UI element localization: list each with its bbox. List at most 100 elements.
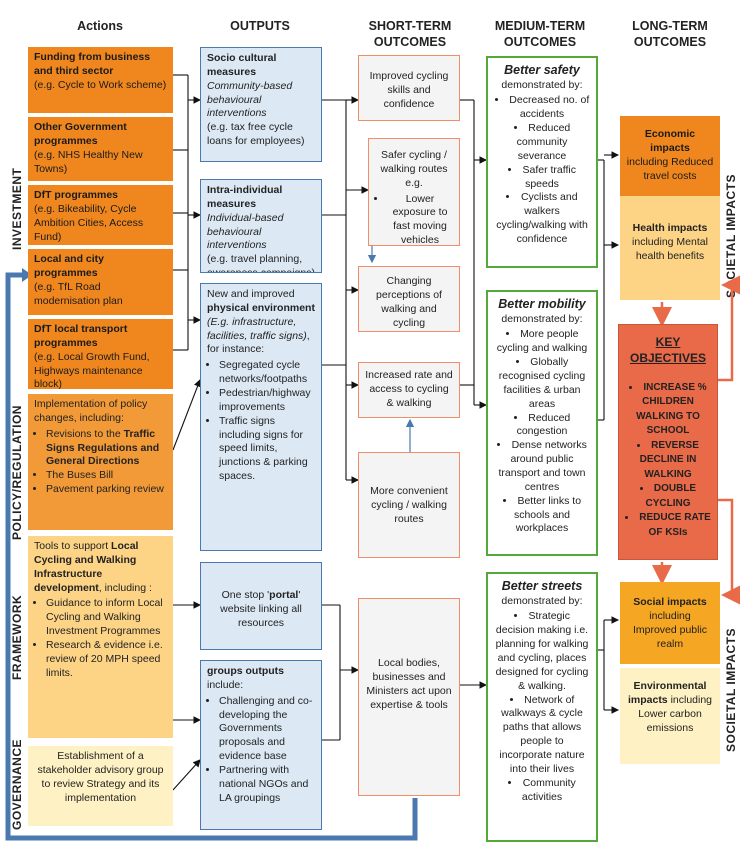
fw-intro-bold: Local Cycling and Walking Infrastructure… [34, 540, 139, 594]
o3-pre: New and improved [207, 288, 295, 300]
physical-item: Pedestrian/highway improvements [219, 387, 315, 415]
long-health-impacts: Health impacts including Mental health b… [620, 196, 720, 300]
better-safety-list: Decreased no. of accidents Reduced commu… [494, 94, 590, 246]
better-streets-sub: demonstrated by: [501, 594, 583, 607]
physical-item: Traffic signs including signs for speed … [219, 415, 315, 484]
o3-post: , for instance: [207, 329, 310, 356]
action-funding-business-sub: (e.g. Cycle to Work scheme) [34, 78, 167, 91]
short-improved-skills: Improved cycling skills and confidence [358, 55, 460, 121]
output-intra-individual: Intra-individual measures Individual-bas… [200, 179, 322, 273]
long-environmental-impacts: Environmental impacts including Lower ca… [620, 668, 720, 764]
health-bold: Health impacts [632, 222, 708, 234]
better-mobility-title: Better mobility [498, 297, 586, 311]
medium-better-streets: Better streets demonstrated by: Strategi… [486, 572, 598, 842]
output-intra-individual-title: Intra-individual measures [207, 184, 283, 210]
output-socio-cultural-title: Socio cultural measures [207, 52, 277, 78]
policy-item: The Buses Bill [46, 469, 167, 483]
action-dft-local-transport: DfT local transport programmes (e.g. Loc… [28, 319, 173, 389]
policy-item: Pavement parking review [46, 483, 167, 497]
social-bold: Social impacts [633, 596, 707, 608]
o5-post: include: [207, 678, 244, 691]
safer-routes-item: Lower exposure to fast moving vehicles [387, 193, 453, 245]
better-safety-item: Safer traffic speeds [494, 164, 590, 192]
medium-better-mobility: Better mobility demonstrated by: More pe… [486, 290, 598, 556]
economic-text: including Reduced travel costs [626, 155, 714, 182]
fw-intro-post: , including : [98, 581, 152, 594]
output-intra-individual-italic: Individual-based behavioural interventio… [207, 211, 284, 252]
o4-pre: One stop ' [221, 589, 270, 601]
groups-item: Challenging and co-developing the Govern… [219, 695, 315, 764]
short-local-bodies: Local bodies, businesses and Ministers a… [358, 598, 460, 796]
action-local-city-sub: (e.g. TfL Road modernisation plan [34, 280, 123, 307]
economic-bold: Economic impacts [644, 128, 696, 154]
better-mobility-item: Dense networks around public transport a… [494, 439, 590, 494]
output-socio-cultural-italic: Community-based behavioural intervention… [207, 79, 293, 120]
policy-item-bold: Traffic Signs Regulations and General Di… [46, 427, 160, 468]
short-safer-routes: Safer cycling / walking routes e.g. Lowe… [368, 138, 460, 246]
long-economic-impacts: Economic impacts including Reduced trave… [620, 116, 720, 196]
action-funding-business-title: Funding from business and third sector [34, 51, 151, 77]
fw-intro-pre: Tools to support [34, 540, 112, 552]
better-mobility-item: More people cycling and walking [494, 328, 590, 356]
key-objective-item: REDUCE RATE OF KSIs [625, 511, 711, 540]
governance-text: Establishment of a stakeholder advisory … [37, 750, 164, 804]
better-streets-item: Community activities [494, 777, 590, 805]
physical-item: Segregated cycle networks/footpaths [219, 359, 315, 387]
header-actions: Actions [77, 19, 123, 33]
output-socio-cultural: Socio cultural measures Community-based … [200, 47, 322, 162]
framework-list: Guidance to inform Local Cycling and Wal… [34, 597, 167, 680]
better-streets-list: Strategic decision making i.e. planning … [494, 610, 590, 804]
short-safer-routes-text: Safer cycling / walking routes e.g. [380, 149, 448, 189]
better-safety-item: Cyclists and walkers cycling/walking wit… [494, 191, 590, 246]
policy-item: Revisions to the Traffic Signs Regulatio… [46, 428, 167, 470]
key-objective-item: DOUBLE CYCLING [625, 482, 711, 511]
short-changing-perceptions-text: Changing perceptions of walking and cycl… [376, 275, 442, 329]
output-socio-cultural-sub: (e.g. tax free cycle loans for employees… [207, 121, 305, 148]
groups-list: Challenging and co-developing the Govern… [207, 695, 315, 806]
key-objectives: KEY OBJECTIVES INCREASE % CHILDREN WALKI… [618, 324, 718, 560]
better-safety-sub: demonstrated by: [501, 78, 583, 91]
better-mobility-item: Better links to schools and workplaces [494, 495, 590, 537]
output-groups: groups outputs include: Challenging and … [200, 660, 322, 830]
action-other-government: Other Government programmes (e.g. NHS He… [28, 117, 173, 181]
action-dft-programmes-sub: (e.g. Bikeability, Cycle Ambition Cities… [34, 202, 144, 243]
key-objectives-title: KEY OBJECTIVES [629, 335, 707, 365]
header-outputs: OUTPUTS [230, 19, 290, 33]
better-safety-title: Better safety [504, 63, 580, 77]
output-portal: One stop 'portal' website linking all re… [200, 562, 322, 650]
o5-bold: groups outputs [207, 665, 284, 677]
framework-item: Research & evidence i.e. review of 20 MP… [46, 639, 167, 681]
output-physical-environment: New and improved physical environment (E… [200, 283, 322, 551]
action-framework-tools: Tools to support Local Cycling and Walki… [28, 536, 173, 738]
action-other-government-sub: (e.g. NHS Healthy New Towns) [34, 148, 143, 175]
key-objective-item: INCREASE % CHILDREN WALKING TO SCHOOL [625, 381, 711, 439]
o4-post: ' website linking all resources [220, 589, 302, 629]
action-dft-local-transport-title: DfT local transport programmes [34, 323, 128, 349]
long-social-impacts: Social impacts including Improved public… [620, 582, 720, 664]
better-mobility-item: Globally recognised cycling facilities &… [494, 356, 590, 411]
short-increased-rate: Increased rate and access to cycling & w… [358, 362, 460, 418]
action-dft-local-transport-sub: (e.g. Local Growth Fund, Highways mainte… [34, 350, 150, 389]
better-streets-item: Network of walkways & cycle paths that a… [494, 694, 590, 777]
environmental-bold: Environmental impacts [627, 680, 707, 706]
action-dft-programmes: DfT programmes (e.g. Bikeability, Cycle … [28, 185, 173, 245]
safer-routes-list: Lower exposure to fast moving vehicles [375, 193, 453, 245]
action-other-government-title: Other Government programmes [34, 121, 127, 147]
better-mobility-list: More people cycling and walking Globally… [494, 328, 590, 536]
better-mobility-sub: demonstrated by: [501, 312, 583, 325]
short-local-bodies-text: Local bodies, businesses and Ministers a… [366, 657, 452, 711]
header-short-term: SHORT-TERM OUTCOMES [368, 19, 452, 50]
key-objective-item: REVERSE DECLINE IN WALKING [625, 439, 711, 483]
header-long-term: LONG-TERM OUTCOMES [632, 19, 708, 50]
short-increased-rate-text: Increased rate and access to cycling & w… [365, 369, 453, 409]
better-mobility-item: Reduced congestion [494, 412, 590, 440]
policy-intro: Implementation of policy changes, includ… [34, 398, 148, 424]
medium-better-safety: Better safety demonstrated by: Decreased… [486, 56, 598, 268]
physical-list: Segregated cycle networks/footpaths Pede… [207, 359, 315, 484]
health-text: including Mental health benefits [632, 235, 708, 262]
environmental-text: including Lower carbon emissions [638, 693, 713, 734]
key-objectives-list: INCREASE % CHILDREN WALKING TO SCHOOL RE… [625, 381, 711, 541]
better-safety-item: Reduced community severance [494, 122, 590, 164]
better-streets-item: Strategic decision making i.e. planning … [494, 610, 590, 693]
action-local-city: Local and city programmes (e.g. TfL Road… [28, 249, 173, 315]
